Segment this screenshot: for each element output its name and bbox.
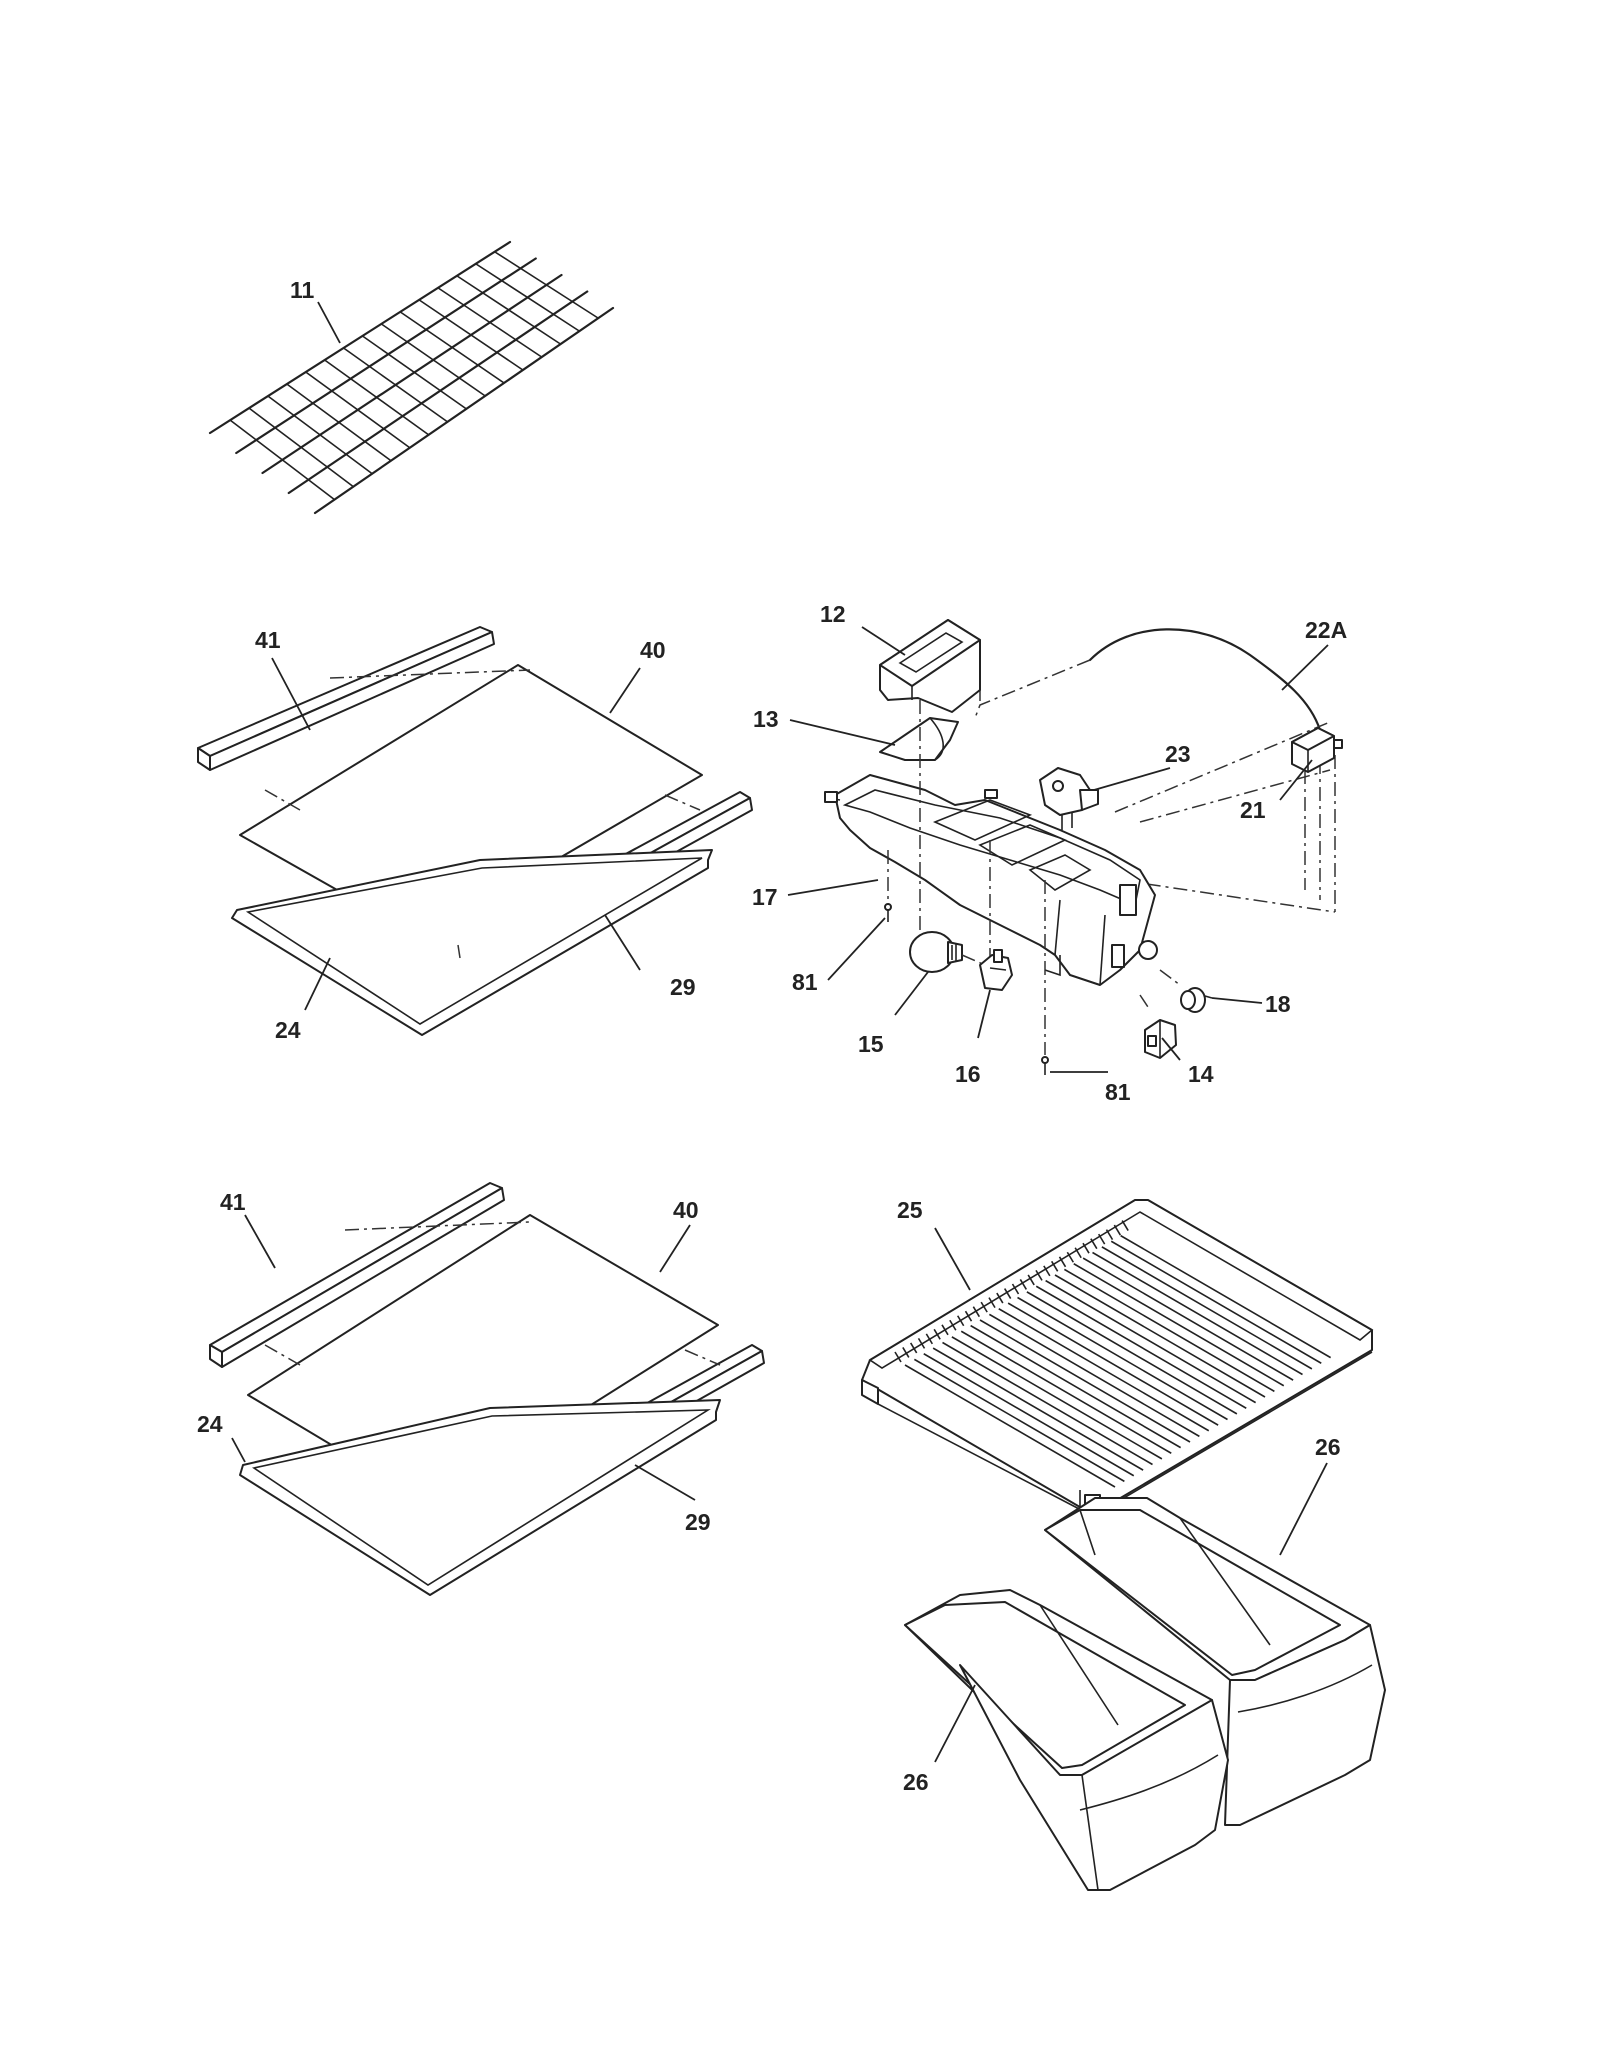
callout-18: 18	[1265, 991, 1291, 1017]
callout-29-top: 29	[670, 974, 696, 1000]
callout-24-bottom: 24	[197, 1411, 223, 1437]
part-14-switch	[1144, 1019, 1177, 1059]
upper-shelf-assembly	[197, 626, 753, 1036]
callout-26-right: 26	[1315, 1434, 1341, 1460]
callout-29-bottom: 29	[685, 1509, 711, 1535]
callout-40-bottom: 40	[673, 1197, 699, 1223]
part-24-lower-frame	[239, 1399, 721, 1596]
part-23-switch	[1039, 767, 1099, 830]
control-housing-assembly	[824, 619, 1343, 1075]
callout-40-top: 40	[640, 637, 666, 663]
callout-41-bottom: 41	[220, 1189, 246, 1215]
part-24-upper-frame	[231, 849, 713, 1036]
callout-21: 21	[1240, 797, 1266, 823]
callout-11: 11	[290, 277, 315, 303]
part-12-light-shield	[879, 619, 981, 713]
part-17-control-housing	[824, 774, 1158, 986]
callout-26-left: 26	[903, 1769, 929, 1795]
lower-shelf-assembly	[209, 1182, 765, 1596]
part-26-crisper-drawer-rear	[1044, 1497, 1386, 1826]
callout-41-top: 41	[255, 627, 281, 653]
part-26-crisper-drawer-front	[904, 1589, 1229, 1891]
callout-24-top: 24	[275, 1017, 301, 1043]
part-15-light-bulb	[909, 931, 986, 973]
callout-22a: 22A	[1305, 617, 1347, 643]
callout-17: 17	[752, 884, 778, 910]
callout-15: 15	[858, 1031, 884, 1057]
callout-12: 12	[820, 601, 846, 627]
part-18-control-knob	[1180, 987, 1213, 1013]
callout-81-right: 81	[1105, 1079, 1131, 1105]
part-81-screw-left	[884, 903, 892, 922]
part-11-wire-shelf	[208, 240, 615, 515]
part-81-screw-right	[1041, 1056, 1049, 1075]
callout-14: 14	[1188, 1061, 1214, 1087]
callout-23: 23	[1165, 741, 1191, 767]
part-16-lamp-socket	[979, 949, 1013, 991]
part-25-crisper-cover	[861, 1199, 1374, 1513]
part-21-connector	[1291, 727, 1343, 773]
leader-lines	[231, 301, 1329, 1763]
callout-16: 16	[955, 1061, 981, 1087]
callout-13: 13	[753, 706, 779, 732]
part-22a-wire-harness	[1088, 628, 1322, 732]
callout-labels: 11 41 40 29 24 12 13 17 81 15 16 81 14 1…	[197, 277, 1347, 1795]
callout-25: 25	[897, 1197, 923, 1223]
part-13-lens	[879, 717, 959, 761]
callout-81-left: 81	[792, 969, 818, 995]
